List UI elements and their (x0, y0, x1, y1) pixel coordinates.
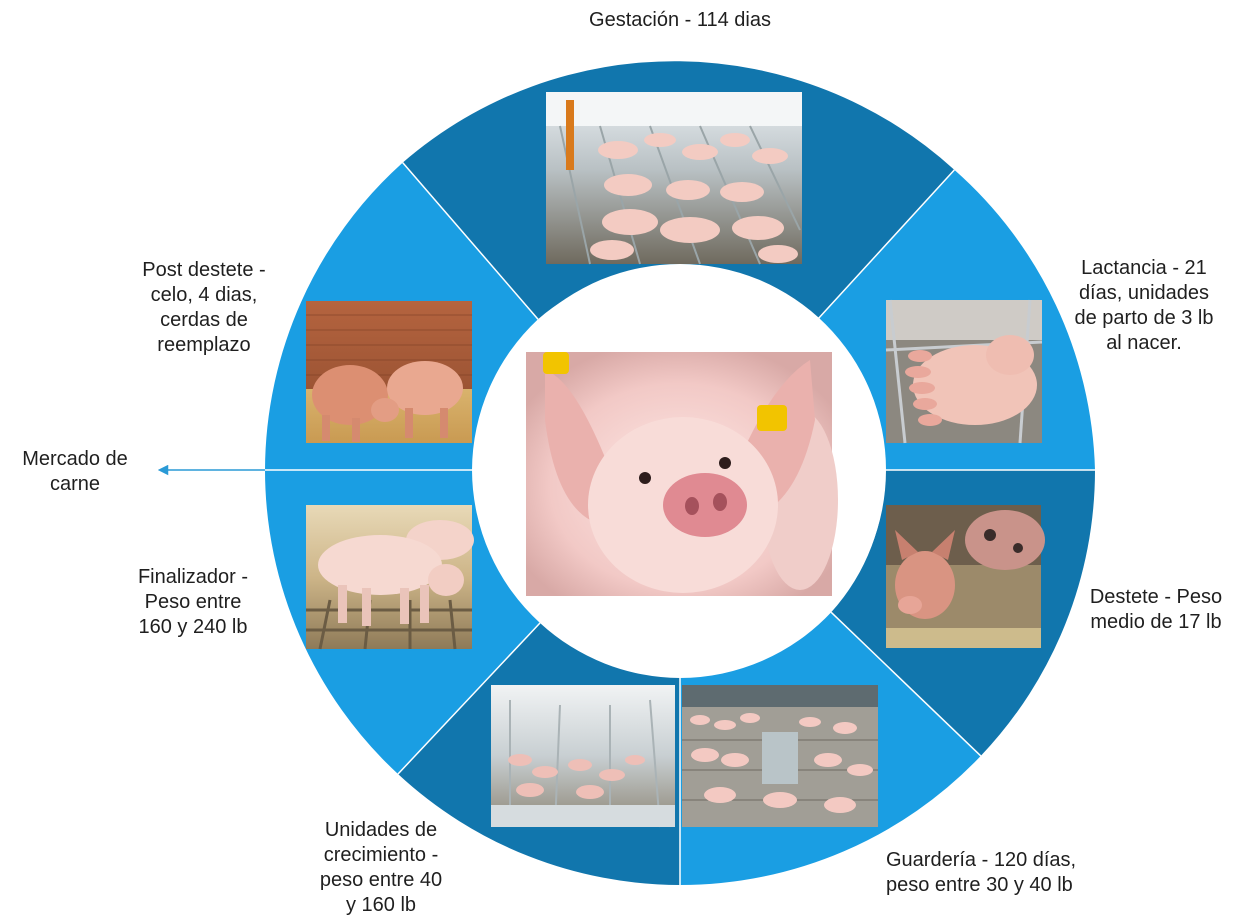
label-post-destete-line-1: Post destete - (118, 258, 290, 283)
label-finalizador-line-3: 160 y 240 lb (118, 615, 268, 640)
label-crecimiento-line-2: crecimiento - (296, 843, 466, 868)
label-destete: Destete - Peso medio de 17 lb (1072, 585, 1240, 635)
label-lactancia-line-2: días, unidades (1052, 281, 1236, 306)
label-finalizador: Finalizador - Peso entre 160 y 240 lb (118, 565, 268, 640)
label-lactancia-line-4: al nacer. (1052, 331, 1236, 356)
label-guarderia-line-2: peso entre 30 y 40 lb (886, 873, 1146, 898)
label-post-destete-line-2: celo, 4 dias, (118, 283, 290, 308)
label-crecimiento-line-3: peso entre 40 (296, 868, 466, 893)
weaned-piglet-photo (886, 505, 1045, 648)
piglet-portrait-photo (526, 352, 838, 596)
label-finalizador-line-2: Peso entre (118, 590, 268, 615)
gestation-barn-photo (546, 92, 802, 264)
label-guarderia: Guardería - 120 días, peso entre 30 y 40… (886, 848, 1146, 898)
grower-barn-photo (491, 685, 675, 827)
label-mercado-de-carne: Mercado de carne (0, 447, 150, 497)
finisher-pigs-photo (306, 505, 474, 649)
label-lactancia-line-1: Lactancia - 21 (1052, 256, 1236, 281)
nursery-pen-photo (682, 685, 878, 827)
label-post-destete-line-3: cerdas de (118, 308, 290, 333)
label-mercado-line-2: carne (0, 472, 150, 497)
label-mercado-line-1: Mercado de (0, 447, 150, 472)
label-guarderia-line-1: Guardería - 120 días, (886, 848, 1146, 873)
label-destete-line-2: medio de 17 lb (1072, 610, 1240, 635)
label-lactancia: Lactancia - 21 días, unidades de parto d… (1052, 256, 1236, 356)
label-post-destete-line-4: reemplazo (118, 333, 290, 358)
label-crecimiento-line-4: y 160 lb (296, 893, 466, 918)
label-gestacion-line-1: Gestación - 114 dias (510, 8, 850, 33)
label-post-destete: Post destete - celo, 4 dias, cerdas de r… (118, 258, 290, 358)
sow-nursing-piglets-photo (886, 300, 1042, 443)
label-gestacion: Gestación - 114 dias (510, 8, 850, 33)
label-lactancia-line-3: de parto de 3 lb (1052, 306, 1236, 331)
label-finalizador-line-1: Finalizador - (118, 565, 268, 590)
replacement-gilts-photo (306, 301, 472, 443)
label-destete-line-1: Destete - Peso (1072, 585, 1240, 610)
label-crecimiento: Unidades de crecimiento - peso entre 40 … (296, 818, 466, 918)
label-crecimiento-line-1: Unidades de (296, 818, 466, 843)
